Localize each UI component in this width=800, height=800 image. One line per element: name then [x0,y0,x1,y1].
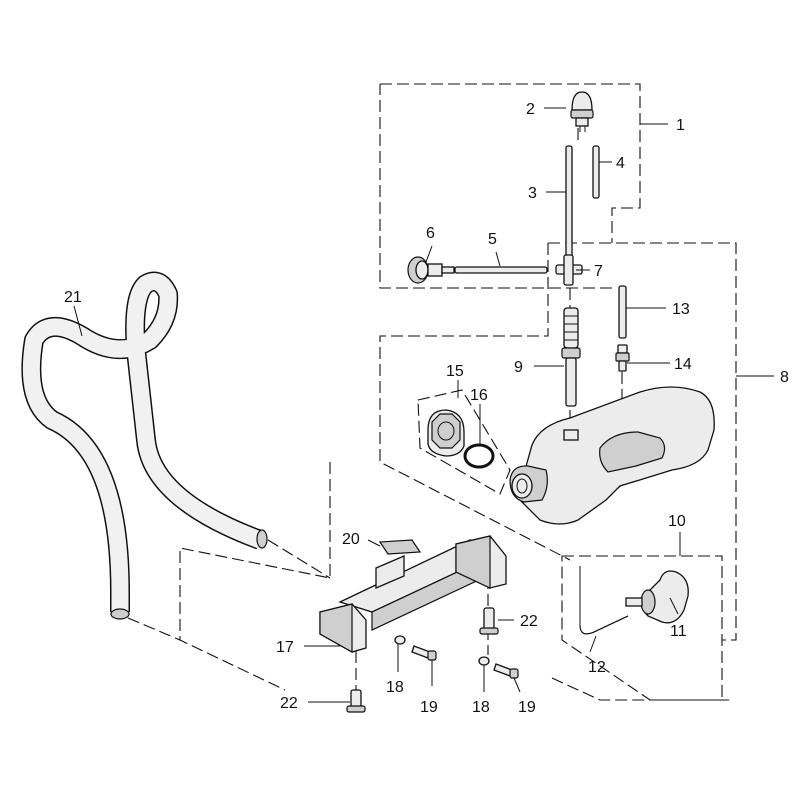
washer-18-left [394,635,406,645]
group-outline-15 [417,389,511,495]
callout-15: 15 [446,363,464,380]
callout-16: 16 [470,387,488,404]
o-ring [463,443,495,469]
callout-20: 20 [342,531,360,548]
callout-9: 9 [514,359,523,376]
fuel-line [579,566,629,635]
group-outline-1 [379,83,641,289]
fuel-cap [427,409,465,457]
callout-11: 11 [670,623,687,640]
callout-22-left: 22 [280,695,298,712]
callout-18-left: 18 [386,679,404,696]
callout-12: 12 [588,659,606,676]
callout-19-left: 19 [420,699,438,716]
group-outline-10 [561,555,723,701]
callout-19-right: 19 [518,699,536,716]
mounting-base [319,535,507,654]
callout-21: 21 [64,289,82,306]
callout-22-right: 22 [520,613,538,630]
callout-18-right: 18 [472,699,490,716]
fuel-filter [625,570,689,624]
valve-knob [407,256,455,284]
washer-18-right [478,656,490,666]
fuel-pickup [561,307,581,407]
callout-5: 5 [488,231,497,248]
callout-14: 14 [674,356,692,373]
fitting-14 [615,344,630,372]
group-outline-8 [379,242,737,641]
bar-handle [21,271,268,620]
callout-1: 1 [676,117,685,134]
label-sticker [378,539,422,555]
callout-4: 4 [616,155,625,172]
callout-7: 7 [594,263,603,280]
dash-leader-hose-lower [127,617,181,641]
tube-13 [618,285,627,339]
callout-17: 17 [276,639,294,656]
leader-lines [73,107,774,703]
tube-4 [592,145,600,199]
callout-8: 8 [780,369,789,386]
screw-19-right [493,663,519,679]
callout-2: 2 [526,101,535,118]
callout-10: 10 [668,513,686,530]
callout-6: 6 [426,225,435,242]
group-outline-frame [179,462,730,701]
tube-5 [454,266,548,274]
screw-19-left [411,645,437,661]
screw-22-right [479,607,499,635]
fuel-tank [509,386,715,525]
primer-bulb [570,91,594,132]
callout-labels: 1 2 3 4 5 6 7 8 9 10 11 12 13 14 15 16 1… [64,101,789,716]
dash-leader-hose-upper [267,539,331,579]
callout-13: 13 [672,301,690,318]
callout-3: 3 [528,185,537,202]
screw-22-left [346,689,366,713]
